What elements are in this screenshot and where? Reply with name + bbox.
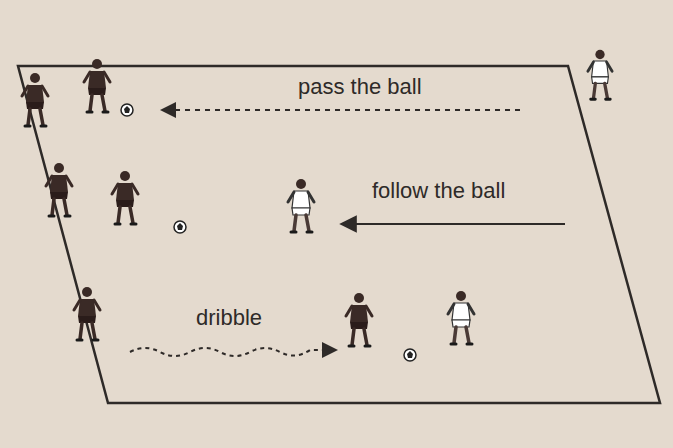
drill-label: pass the ball [298, 74, 422, 100]
drill-label: follow the ball [372, 178, 505, 204]
drill-label: dribble [196, 305, 262, 331]
